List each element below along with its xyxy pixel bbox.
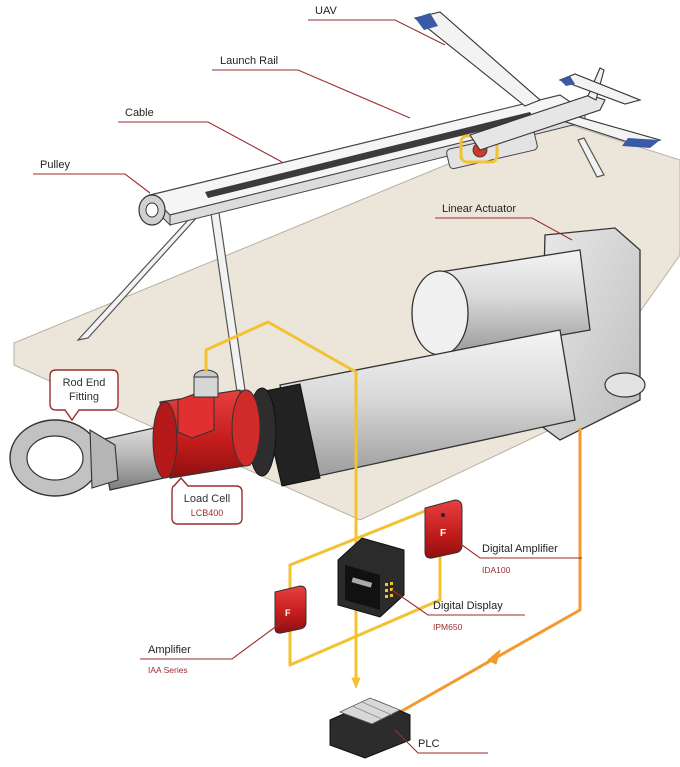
amplifier-device: F: [274, 585, 307, 634]
svg-text:F: F: [285, 608, 291, 618]
label-uav: UAV: [308, 5, 446, 46]
svg-text:PLC: PLC: [418, 738, 439, 750]
label-amplifier: Amplifier IAA Series: [140, 621, 283, 675]
label-pulley: Pulley: [33, 159, 151, 194]
svg-text:UAV: UAV: [315, 5, 337, 17]
svg-text:IAA Series: IAA Series: [148, 665, 188, 675]
svg-text:F: F: [440, 528, 446, 539]
svg-text:Load Cell: Load Cell: [184, 493, 230, 505]
label-launch-rail: Launch Rail: [212, 55, 411, 119]
label-digital-amplifier: Digital Amplifier IDA100: [454, 539, 582, 575]
callout-load-cell: Load Cell LCB400: [171, 476, 243, 525]
label-digital-display: Digital Display IPM650: [391, 589, 525, 632]
svg-text:Digital Amplifier: Digital Amplifier: [482, 543, 558, 555]
uav-aircraft: [413, 11, 662, 151]
svg-text:LCB400: LCB400: [191, 508, 224, 518]
label-linear-actuator: Linear Actuator: [435, 203, 573, 241]
svg-text:Digital Display: Digital Display: [433, 600, 503, 612]
digital-display-device: [337, 537, 405, 618]
label-cable: Cable: [118, 107, 283, 163]
svg-text:Linear Actuator: Linear Actuator: [442, 203, 516, 215]
svg-text:Amplifier: Amplifier: [148, 644, 191, 656]
svg-text:Pulley: Pulley: [40, 159, 70, 171]
label-plc: PLC: [394, 729, 488, 754]
svg-text:IDA100: IDA100: [482, 565, 511, 575]
cable: [205, 112, 534, 198]
callout-rod-end-fitting: Rod End Fitting: [49, 369, 119, 422]
svg-text:Fitting: Fitting: [69, 391, 99, 403]
digital-amplifier-device: F: [424, 499, 463, 559]
linear-actuator: [9, 227, 646, 497]
plc-device: [329, 697, 411, 759]
svg-text:IPM650: IPM650: [433, 622, 463, 632]
svg-text:Launch Rail: Launch Rail: [220, 55, 278, 67]
svg-text:Rod End: Rod End: [63, 377, 106, 389]
svg-text:Cable: Cable: [125, 107, 154, 119]
pulley: [138, 194, 166, 226]
load-cell-device: [152, 369, 261, 479]
